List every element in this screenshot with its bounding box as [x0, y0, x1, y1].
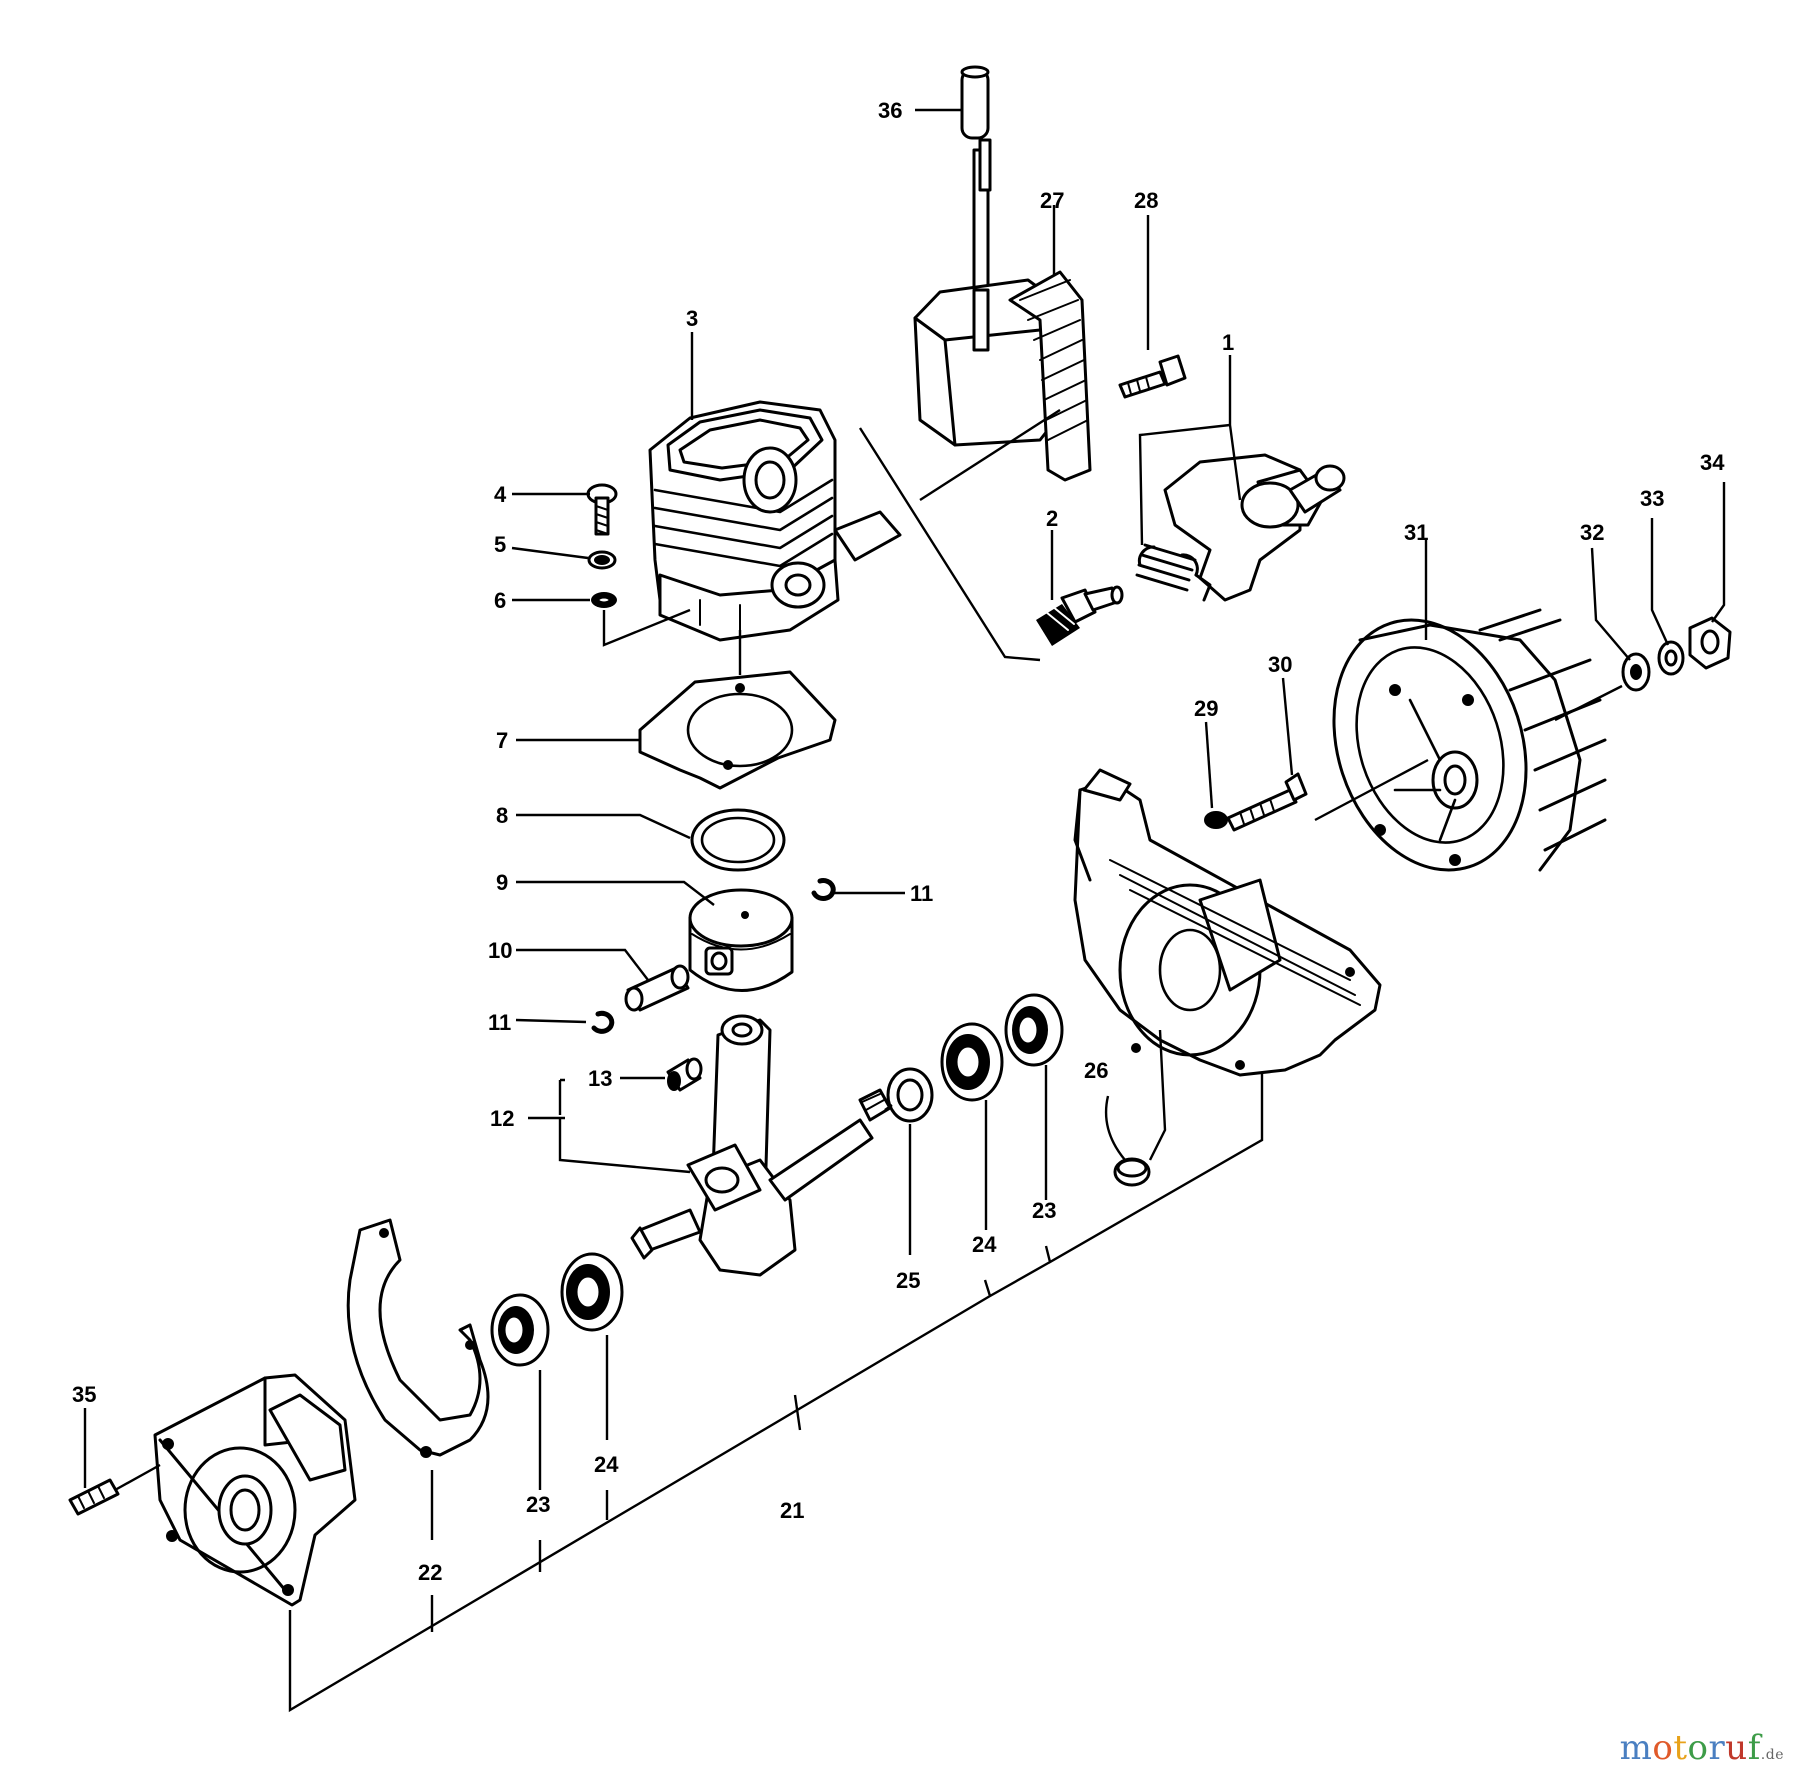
part-bolt-4 [586, 483, 618, 536]
part-bearing-24-lower [560, 1252, 624, 1332]
callout-36: 36 [878, 98, 902, 123]
part-screw-28 [1118, 354, 1187, 399]
part-lockwasher-33 [1657, 640, 1685, 676]
callout-24-lower: 24 [594, 1452, 619, 1477]
callout-10: 10 [488, 938, 512, 963]
watermark-letter: f [1747, 1728, 1761, 1768]
part-crankcase-left [153, 1373, 357, 1607]
callout-22: 22 [418, 1560, 442, 1585]
part-nut-34 [1688, 616, 1732, 670]
part-ring-8 [690, 808, 786, 872]
callout-7: 7 [496, 728, 508, 753]
watermark-logo: motoruf.de [1620, 1728, 1784, 1768]
callout-35: 35 [72, 1382, 96, 1407]
part-seal-23-lower [490, 1293, 550, 1367]
watermark-suffix: .de [1760, 1747, 1784, 1763]
part-stud-35 [68, 1478, 120, 1516]
watermark-letter: o [1652, 1728, 1674, 1768]
callout-21: 21 [780, 1498, 804, 1523]
watermark-letter: r [1708, 1728, 1726, 1768]
part-washer-32 [1621, 652, 1651, 692]
part-spark-plug-2 [1036, 585, 1124, 646]
callout-9: 9 [496, 870, 508, 895]
part-seal-23-upper [1004, 993, 1064, 1067]
callout-3: 3 [686, 306, 698, 331]
callout-31: 31 [1404, 520, 1428, 545]
part-muffler-27 [913, 270, 1092, 482]
part-washer-6 [591, 592, 617, 608]
callout-1: 1 [1222, 330, 1234, 355]
callout-24-upper: 24 [972, 1232, 997, 1257]
callout-23-lower: 23 [526, 1492, 550, 1517]
callout-13: 13 [588, 1066, 612, 1091]
callout-30: 30 [1268, 652, 1292, 677]
part-washer-5 [587, 550, 617, 570]
part-flywheel-31 [1332, 608, 1607, 872]
callout-25: 25 [896, 1268, 920, 1293]
part-circlip-11-lower [591, 1010, 615, 1034]
callout-6: 6 [494, 588, 506, 613]
part-crankshaft-12 [630, 1014, 892, 1277]
part-seal-25 [886, 1067, 934, 1123]
watermark-letter: t [1673, 1728, 1688, 1768]
callout-4: 4 [494, 482, 507, 507]
part-coil-1 [1135, 453, 1346, 602]
part-cylinder-3 [648, 400, 902, 642]
part-bearing-24-upper [940, 1022, 1004, 1102]
part-gasket-22 [346, 1218, 490, 1458]
part-screw-30 [1226, 772, 1308, 832]
part-plug-26 [1113, 1157, 1151, 1187]
callout-12: 12 [490, 1106, 514, 1131]
callout-11-lower: 11 [488, 1010, 511, 1035]
callout-8: 8 [496, 803, 508, 828]
callout-27: 27 [1040, 188, 1064, 213]
leader-lines [83, 108, 1726, 1713]
callout-29: 29 [1194, 696, 1218, 721]
callout-23-upper: 23 [1032, 1198, 1056, 1223]
watermark-letter: m [1619, 1728, 1653, 1768]
watermark-letter: u [1725, 1728, 1748, 1768]
callout-5: 5 [494, 532, 506, 557]
callout-11-upper: 11 [910, 881, 933, 906]
callout-2: 2 [1046, 506, 1058, 531]
part-gasket-7 [638, 670, 837, 790]
watermark-letter: o [1687, 1728, 1709, 1768]
part-nut-29 [1204, 811, 1228, 829]
part-piston-pin-10 [624, 964, 690, 1012]
callout-33: 33 [1640, 486, 1664, 511]
callout-32: 32 [1580, 520, 1604, 545]
callout-labels: 36 27 28 3 1 4 5 6 2 34 33 32 31 30 29 7… [72, 98, 1725, 1585]
part-circlip-11-upper [811, 878, 836, 901]
callout-34: 34 [1700, 450, 1725, 475]
part-crankcase-right [1073, 768, 1382, 1077]
part-bearing-13 [666, 1057, 703, 1092]
callout-26: 26 [1084, 1058, 1108, 1083]
part-piston-9 [688, 888, 794, 992]
part-pin-36 [960, 65, 990, 140]
callout-28: 28 [1134, 188, 1158, 213]
